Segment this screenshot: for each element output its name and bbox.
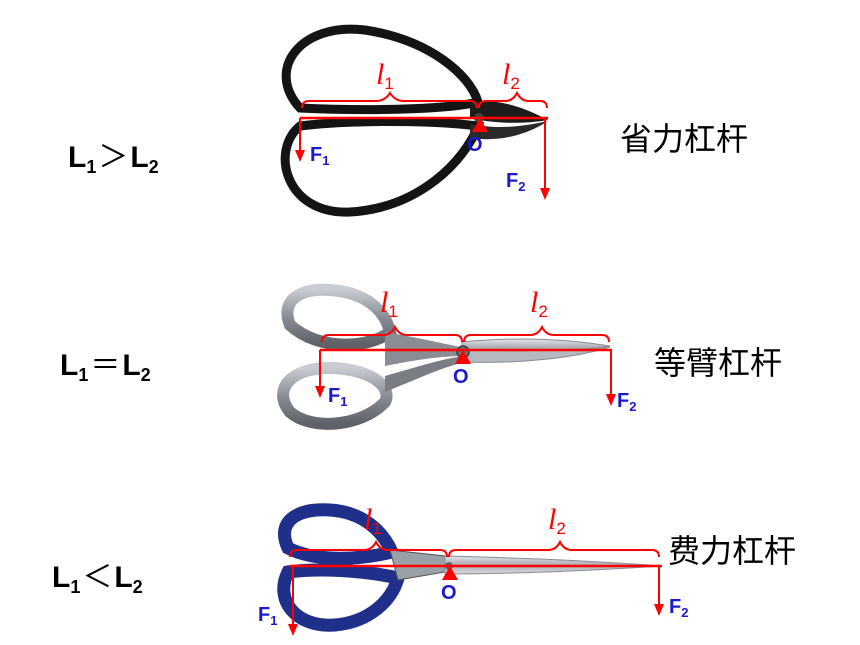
row2-force1-label: F1 [328, 385, 348, 409]
row1-annotations [295, 90, 550, 200]
row1-force1-label: F1 [310, 144, 330, 168]
row2-relation: L1＝L2 [60, 348, 151, 385]
row3-relation: L1＜L2 [52, 560, 143, 597]
row2-arm2-label: l2 [530, 286, 548, 321]
row2-category: 等臂杠杆 [654, 344, 783, 382]
row1-arm2-label: l2 [502, 58, 520, 93]
row1-category: 省力杠杆 [620, 120, 749, 158]
row3-force1-label: F1 [258, 604, 278, 628]
row3-force2-label: F2 [669, 596, 689, 620]
row1-pivot-label: O [467, 134, 483, 156]
row3-pivot-label: O [441, 582, 457, 604]
row1-force2-label: F2 [506, 170, 526, 194]
row3-category: 费力杠杆 [668, 532, 797, 570]
row3-arm2-label: l2 [548, 503, 566, 538]
row2-arm1-label: l1 [380, 286, 398, 321]
scissors-blue-icon [277, 503, 663, 632]
row2-force2-label: F2 [617, 390, 637, 414]
row3-annotations [288, 539, 664, 636]
row1-arm1-label: l1 [376, 58, 394, 93]
row2-annotations [315, 324, 616, 406]
row1-relation: L1＞L2 [68, 140, 159, 177]
row3-arm1-label: l1 [364, 503, 382, 538]
row2-pivot-label: O [453, 366, 469, 388]
